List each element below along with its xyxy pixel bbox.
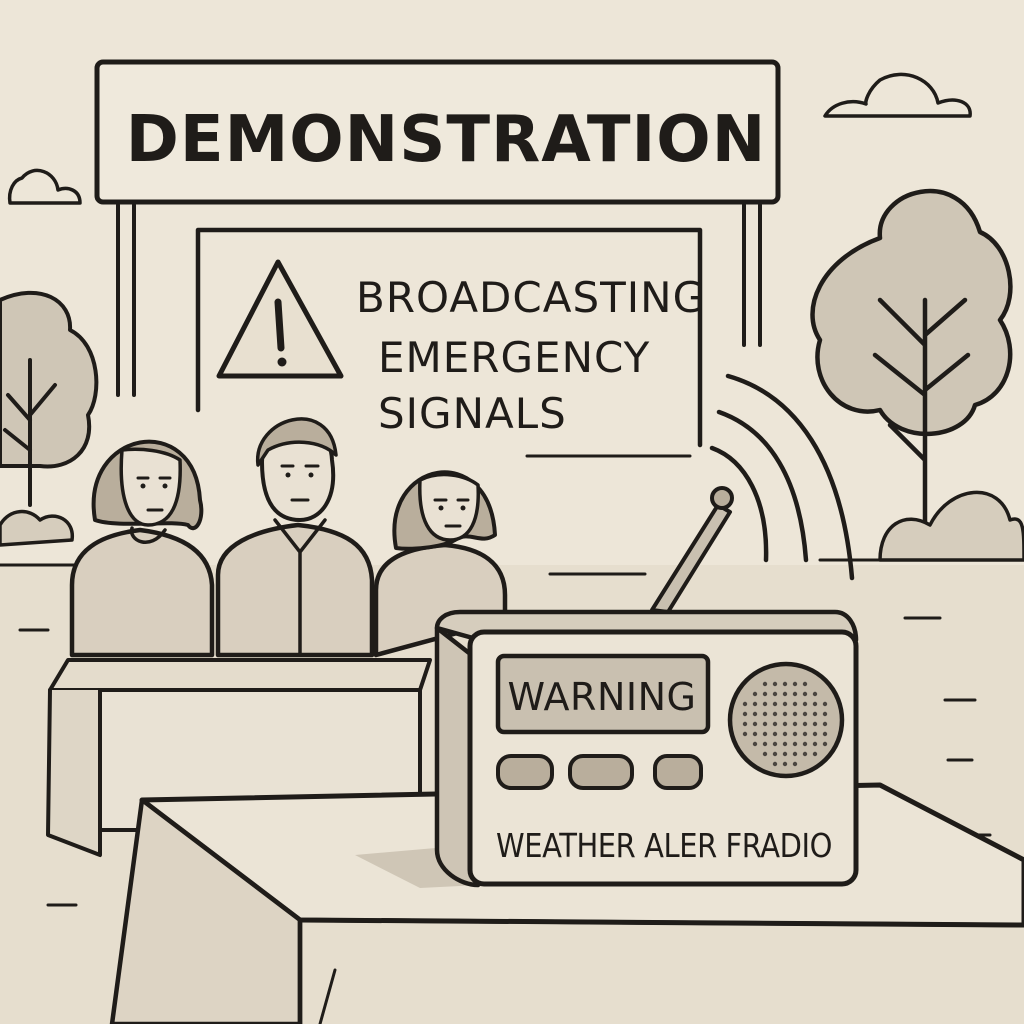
radio-display — [495, 653, 711, 735]
speaker-hole — [792, 691, 798, 697]
speaker-hole — [812, 741, 818, 747]
speaker-hole — [792, 751, 798, 757]
speaker-hole — [802, 751, 808, 757]
speaker-hole — [742, 731, 748, 737]
speaker-hole — [772, 711, 778, 717]
speaker-hole — [782, 701, 788, 707]
speaker-hole — [772, 761, 778, 767]
speaker-hole — [782, 741, 788, 747]
speaker-hole — [782, 691, 788, 697]
speaker-hole — [812, 691, 818, 697]
speaker-hole — [802, 691, 808, 697]
speaker-hole — [822, 721, 828, 727]
speaker-hole — [752, 691, 758, 697]
speaker-hole — [812, 721, 818, 727]
speaker-hole — [812, 731, 818, 737]
banner-title: DEMONSTRATION — [126, 103, 767, 177]
speaker-grille-icon — [727, 661, 845, 779]
radio-display-text: WARNING — [508, 675, 697, 719]
cloud-icon — [823, 72, 972, 118]
speaker-hole — [762, 741, 768, 747]
speaker-hole — [792, 681, 798, 687]
speaker-hole — [762, 731, 768, 737]
speaker-hole — [742, 721, 748, 727]
speaker-hole — [822, 711, 828, 717]
speaker-hole — [772, 701, 778, 707]
speaker-hole — [762, 751, 768, 757]
radio-button-3[interactable] — [653, 754, 703, 790]
speaker-hole — [762, 681, 768, 687]
speaker-hole — [782, 731, 788, 737]
person-left — [69, 439, 215, 658]
speaker-hole — [812, 751, 818, 757]
sign-line-3: SIGNALS — [378, 389, 567, 438]
speaker-hole — [792, 731, 798, 737]
speaker-hole — [762, 691, 768, 697]
speaker-hole — [802, 701, 808, 707]
speaker-hole — [752, 711, 758, 717]
speaker-hole — [752, 741, 758, 747]
speaker-hole — [782, 711, 788, 717]
speaker-hole — [772, 731, 778, 737]
speaker-hole — [772, 681, 778, 687]
speaker-hole — [752, 731, 758, 737]
speaker-hole — [802, 711, 808, 717]
speaker-hole — [782, 681, 788, 687]
speaker-hole — [772, 721, 778, 727]
speaker-hole — [772, 751, 778, 757]
speaker-hole — [792, 701, 798, 707]
speaker-hole — [742, 701, 748, 707]
radio-button-2[interactable] — [568, 754, 634, 790]
speaker-hole — [812, 711, 818, 717]
speaker-hole — [762, 721, 768, 727]
radio-brand-label: WEATHER ALER FRADIO — [496, 826, 832, 865]
sign-line-2: EMERGENCY — [378, 333, 650, 382]
speaker-hole — [812, 701, 818, 707]
speaker-hole — [802, 721, 808, 727]
speaker-hole — [802, 741, 808, 747]
tree-icon — [810, 189, 1024, 562]
speaker-hole — [792, 721, 798, 727]
sign-line-1: BROADCASTING — [356, 273, 706, 322]
speaker-hole — [802, 731, 808, 737]
person-center — [215, 417, 375, 658]
radio-button-1[interactable] — [496, 754, 554, 790]
speaker-hole — [772, 741, 778, 747]
cloud-icon — [7, 168, 82, 205]
speaker-hole — [822, 701, 828, 707]
speaker-hole — [782, 751, 788, 757]
speaker-hole — [782, 761, 788, 767]
speaker-hole — [752, 721, 758, 727]
speaker-hole — [782, 721, 788, 727]
speaker-hole — [752, 701, 758, 707]
speaker-hole — [742, 711, 748, 717]
speaker-hole — [762, 711, 768, 717]
speaker-hole — [822, 741, 828, 747]
speaker-hole — [792, 761, 798, 767]
person-right — [373, 470, 508, 658]
speaker-hole — [772, 691, 778, 697]
speaker-hole — [822, 731, 828, 737]
speaker-hole — [792, 711, 798, 717]
speaker-hole — [802, 681, 808, 687]
speaker-hole — [762, 701, 768, 707]
tree-icon — [0, 290, 99, 547]
radio-waves-icon — [709, 373, 855, 581]
speaker-hole — [792, 741, 798, 747]
